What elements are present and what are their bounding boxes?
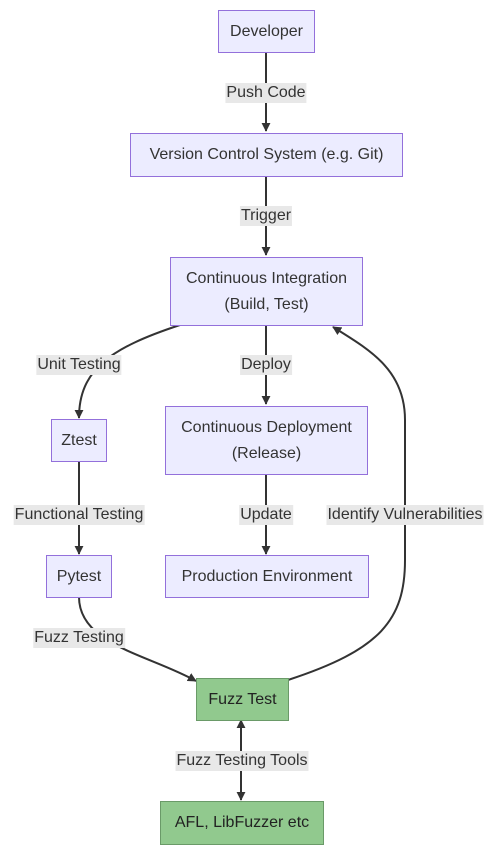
- edge-fuzz-to-ci: [287, 326, 406, 681]
- node-ci-label-line1: Continuous Integration: [186, 269, 347, 287]
- node-developer: Developer: [218, 10, 315, 53]
- node-vcs-label: Version Control System (e.g. Git): [149, 146, 384, 163]
- node-pytest-label: Pytest: [56, 567, 102, 585]
- node-developer-label: Developer: [230, 22, 303, 40]
- node-ztest-label: Ztest: [61, 431, 97, 449]
- edge-label-fuzz-testing: Fuzz Testing: [33, 628, 125, 648]
- node-prod-label: Production Environment: [181, 567, 353, 585]
- edge-label-functional-testing: Functional Testing: [13, 505, 145, 525]
- node-fuzz-test: Fuzz Test: [196, 678, 289, 721]
- node-fuzz-test-label: Fuzz Test: [208, 690, 277, 708]
- edge-label-push-code: Push Code: [225, 83, 307, 103]
- node-fuzz-tools: AFL, LibFuzzer etc: [160, 801, 324, 845]
- node-continuous-integration: Continuous Integration (Build, Test): [170, 257, 363, 326]
- node-ci-label-line2: (Build, Test): [224, 295, 309, 313]
- edge-label-fuzz-testing-tools: Fuzz Testing Tools: [175, 751, 309, 771]
- node-pytest: Pytest: [46, 555, 112, 598]
- node-cd-label-line2: (Release): [231, 444, 302, 462]
- node-production-environment: Production Environment: [165, 555, 369, 598]
- node-cd-label-line1: Continuous Deployment: [181, 418, 352, 436]
- node-continuous-deployment: Continuous Deployment (Release): [165, 406, 368, 475]
- edge-label-deploy: Deploy: [240, 355, 292, 375]
- node-version-control-system: Version Control System (e.g. Git): [130, 133, 403, 177]
- edge-label-update: Update: [239, 505, 293, 525]
- edge-label-trigger: Trigger: [239, 206, 293, 226]
- node-fuzz-tools-label: AFL, LibFuzzer etc: [174, 814, 310, 831]
- edge-label-identify-vulnerabilities: Identify Vulnerabilities: [326, 505, 484, 525]
- node-ztest: Ztest: [51, 419, 107, 462]
- edge-label-unit-testing: Unit Testing: [36, 355, 122, 375]
